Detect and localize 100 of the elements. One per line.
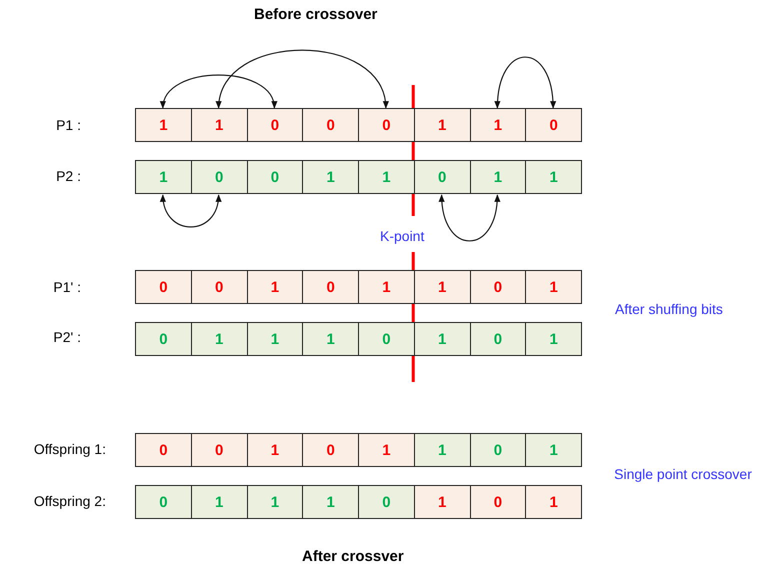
bit-value: 0	[494, 278, 502, 296]
bit-cell	[190, 433, 248, 467]
row-label: P1' :	[53, 279, 81, 295]
bit-value: 0	[326, 116, 335, 134]
bit-value: 1	[270, 494, 280, 510]
bit-cell	[525, 108, 582, 142]
bit-cell	[414, 485, 470, 519]
bit-cell	[302, 322, 359, 356]
bit-value: 1	[494, 116, 502, 134]
bit-value: 0	[214, 442, 224, 458]
bit-value: 1	[214, 116, 224, 134]
bit-value: 0	[382, 116, 391, 134]
bit-cell	[135, 485, 192, 519]
bit-value: 0	[159, 442, 168, 458]
bit-cell	[525, 160, 582, 194]
bit-value: 0	[159, 278, 168, 296]
bit-cell	[470, 485, 526, 519]
bit-value: 1	[438, 278, 446, 296]
bit-cell	[414, 160, 470, 194]
bit-value: 1	[494, 168, 502, 186]
row-label: Offspring 1:	[34, 441, 106, 457]
bit-value: 1	[382, 168, 391, 186]
bit-cell	[525, 485, 582, 519]
bit-cell	[246, 485, 304, 519]
bit-cell	[302, 485, 359, 519]
bit-value: 1	[382, 442, 391, 458]
bit-value: 1	[382, 278, 391, 296]
swap-arrow	[160, 194, 221, 228]
bit-cell	[358, 160, 415, 194]
bit-value: 1	[438, 116, 446, 134]
bit-value: 0	[159, 330, 168, 348]
bit-cell	[358, 433, 415, 467]
title: Before crossover	[254, 6, 378, 23]
bit-value: 1	[549, 442, 558, 458]
bit-cell	[246, 433, 304, 467]
bit-cell	[414, 433, 470, 467]
bit-cell	[246, 108, 304, 142]
bit-cell	[414, 270, 470, 304]
bit-value: 0	[382, 494, 391, 510]
bit-value: 1	[214, 330, 224, 348]
bit-cell	[358, 485, 415, 519]
bit-cell	[525, 433, 582, 467]
bit-cell	[190, 322, 248, 356]
bit-cell	[135, 108, 192, 142]
bit-cell	[414, 108, 470, 142]
bit-value: 0	[326, 278, 335, 296]
bit-cell	[414, 322, 470, 356]
bit-value: 1	[270, 442, 280, 458]
point-label: K-point	[380, 228, 424, 244]
bit-value: 0	[494, 494, 502, 510]
bit-value: 1	[159, 168, 168, 186]
bit-cell	[246, 270, 304, 304]
bit-value: 1	[438, 442, 446, 458]
bit-cell	[470, 433, 526, 467]
bit-value: 0	[214, 168, 224, 186]
bit-cell	[135, 322, 192, 356]
bit-value: 1	[326, 168, 335, 186]
bit-cell	[470, 108, 526, 142]
row-label: P2' :	[53, 329, 81, 345]
row-label: P1 :	[56, 117, 81, 133]
bit-value: 1	[326, 330, 335, 348]
bit-value: 1	[270, 278, 280, 296]
bit-value: 0	[270, 168, 280, 186]
bit-value: 1	[214, 494, 224, 510]
bit-value: 0	[494, 442, 502, 458]
bit-value: 1	[270, 330, 280, 348]
swap-arrow	[161, 74, 276, 109]
bit-value: 1	[549, 330, 558, 348]
bit-value: 1	[549, 494, 558, 510]
bit-value: 0	[326, 442, 335, 458]
bit-cell	[246, 322, 304, 356]
note: After shuffing bits	[615, 301, 723, 317]
bit-cell	[470, 322, 526, 356]
caption: After crossver	[302, 548, 404, 565]
bit-cell	[470, 160, 526, 194]
bit-cell	[470, 270, 526, 304]
row-label: Offspring 2:	[34, 493, 106, 509]
bit-value: 1	[549, 168, 558, 186]
bit-value: 0	[159, 494, 168, 510]
bit-cell	[135, 270, 192, 304]
row-label: P2 :	[56, 168, 81, 184]
bit-cell	[135, 433, 192, 467]
bit-cell	[246, 160, 304, 194]
bit-value: 1	[549, 278, 558, 296]
bit-cell	[302, 270, 359, 304]
bit-cell	[525, 322, 582, 356]
bit-cell	[358, 322, 415, 356]
bit-cell	[302, 160, 359, 194]
bit-value: 1	[438, 494, 446, 510]
swap-arrow	[439, 194, 500, 242]
bit-cell	[525, 270, 582, 304]
bit-value: 0	[382, 330, 391, 348]
bit-cell	[190, 108, 248, 142]
bit-cell	[302, 108, 359, 142]
swap-arrow	[494, 56, 556, 109]
bit-cell	[190, 270, 248, 304]
bit-value: 0	[214, 278, 224, 296]
bit-value: 0	[270, 116, 280, 134]
bit-value: 1	[159, 116, 168, 134]
swap-arrow	[216, 50, 388, 109]
